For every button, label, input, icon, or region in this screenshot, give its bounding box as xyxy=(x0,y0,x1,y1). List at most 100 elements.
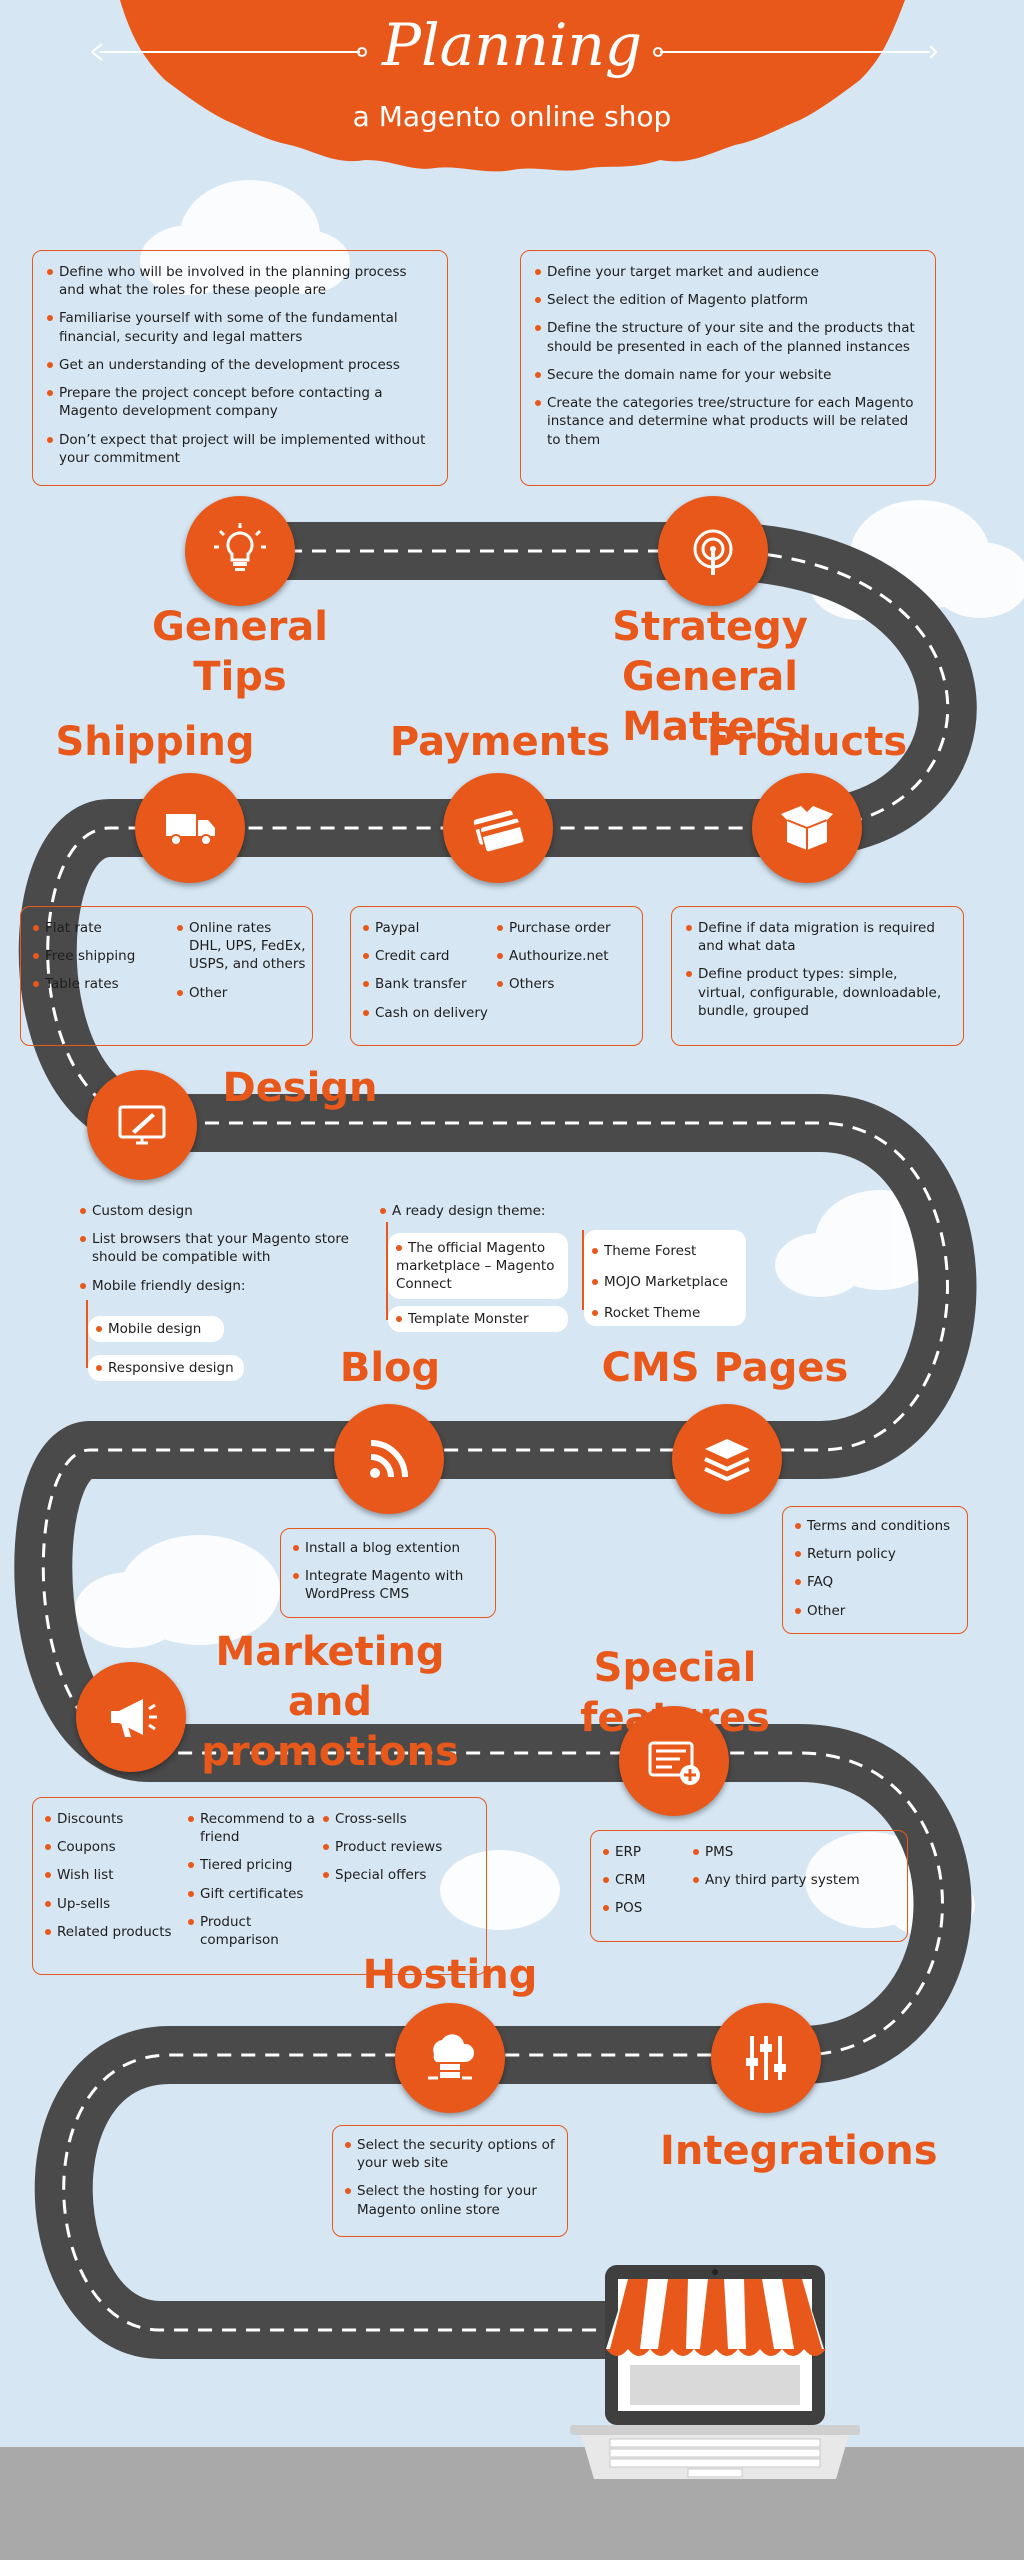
list-item: Define if data migration is required and… xyxy=(686,919,949,955)
list-item: Define product types: simple, virtual, c… xyxy=(686,965,949,1020)
design-monitor-icon xyxy=(87,1070,197,1180)
cloud-server-icon xyxy=(395,2003,505,2113)
sliders-icon xyxy=(711,2003,821,2113)
shipping-heading: Shipping xyxy=(55,719,255,765)
list-item: Cash on delivery xyxy=(363,1004,493,1022)
list-item: Free shipping xyxy=(33,947,163,965)
design-list: Custom design List browsers that your Ma… xyxy=(80,1202,380,1305)
list-item: Mobile friendly design: xyxy=(80,1277,380,1295)
ground xyxy=(0,2447,1024,2560)
list-item: Familiarise yourself with some of the fu… xyxy=(47,309,433,345)
design-connector xyxy=(86,1300,88,1368)
theme-connector xyxy=(386,1222,388,1320)
list-item: Install a blog extention xyxy=(293,1539,483,1557)
list-item: Coupons xyxy=(45,1838,175,1856)
list-item: POS xyxy=(603,1899,683,1917)
box-icon xyxy=(752,773,862,883)
theme-connector-2 xyxy=(582,1230,584,1310)
credit-card-icon xyxy=(443,773,553,883)
list-item: Recommend to a friend xyxy=(188,1810,318,1846)
list-item: Terms and conditions xyxy=(795,1517,955,1535)
theme-marketplaces: Theme Forest MOJO Marketplace Rocket The… xyxy=(584,1230,746,1326)
list-item: Select the edition of Magento platform xyxy=(535,291,921,309)
integrations-heading: Integrations xyxy=(660,2128,938,2174)
list-item: Others xyxy=(497,975,637,993)
list-item: Any third party system xyxy=(693,1871,893,1889)
list-item: Return policy xyxy=(795,1545,955,1563)
header-banner xyxy=(91,0,938,172)
list-item: Cross-sells xyxy=(323,1810,473,1828)
page-title: Planning xyxy=(382,11,642,79)
list-item: Select the hosting for your Magento onli… xyxy=(345,2182,555,2218)
list-item: Don’t expect that project will be implem… xyxy=(47,431,433,467)
blog-box: Install a blog extention Integrate Magen… xyxy=(280,1528,496,1618)
strategy-box: Define your target market and audience S… xyxy=(520,250,936,486)
list-item: Discounts xyxy=(45,1810,175,1828)
list-item: Paypal xyxy=(363,919,493,937)
truck-icon xyxy=(135,773,245,883)
hosting-box: Select the security options of your web … xyxy=(332,2125,568,2237)
lightbulb-icon xyxy=(185,496,295,606)
list-item: Define the structure of your site and th… xyxy=(535,319,921,355)
list-item: Other xyxy=(795,1602,955,1620)
responsive-design-pill: Responsive design xyxy=(88,1355,244,1381)
list-item: Authourize.net xyxy=(497,947,637,965)
list-item: Online rates DHL, UPS, FedEx, USPS, and … xyxy=(177,919,307,974)
list-item: Other xyxy=(177,984,307,1002)
list-item: Product comparison xyxy=(188,1913,318,1949)
rss-icon xyxy=(334,1404,444,1514)
list-item: Integrate Magento with WordPress CMS xyxy=(293,1567,483,1603)
general-tips-heading: General Tips xyxy=(152,604,328,700)
laptop-shop-icon xyxy=(570,2265,860,2479)
cms-heading: CMS Pages xyxy=(601,1345,849,1391)
strategy-heading: Strategy General Matters xyxy=(612,604,808,750)
marketing-heading: Marketing and promotions xyxy=(201,1629,459,1775)
list-item: Purchase order xyxy=(497,919,637,937)
design-heading: Design xyxy=(222,1065,378,1111)
blog-heading: Blog xyxy=(339,1345,441,1391)
list-item: Wish list xyxy=(45,1866,175,1884)
list-item: Custom design xyxy=(80,1202,380,1220)
list-item: Gift certificates xyxy=(188,1885,318,1903)
list-item: Secure the domain name for your website xyxy=(535,366,921,384)
list-item: Up-sells xyxy=(45,1895,175,1913)
list-item: Flat rate xyxy=(33,919,163,937)
list-item: FAQ xyxy=(795,1573,955,1591)
products-heading: Products xyxy=(706,719,908,765)
products-box: Define if data migration is required and… xyxy=(671,906,964,1046)
hosting-heading: Hosting xyxy=(362,1952,538,1998)
list-item: List browsers that your Magento store sh… xyxy=(80,1230,380,1266)
page-subtitle: a Magento online shop xyxy=(352,100,672,133)
general-tips-box: Define who will be involved in the plann… xyxy=(32,250,448,486)
list-item: Get an understanding of the development … xyxy=(47,356,433,374)
list-item: Table rates xyxy=(33,975,163,993)
add-card-icon xyxy=(619,1706,729,1816)
list-item: Related products xyxy=(45,1923,175,1941)
special-box: ERP CRM POS PMS Any third party system xyxy=(590,1830,908,1942)
list-item: Define who will be involved in the plann… xyxy=(47,263,433,299)
list-item: Select the security options of your web … xyxy=(345,2136,555,2172)
payments-heading: Payments xyxy=(389,719,611,765)
magento-connect-pill: The official Magento marketplace – Magen… xyxy=(388,1233,568,1299)
cms-box: Terms and conditions Return policy FAQ O… xyxy=(782,1506,968,1634)
list-item: Prepare the project concept before conta… xyxy=(47,384,433,420)
list-item: PMS xyxy=(693,1843,893,1861)
payments-box: Paypal Credit card Bank transfer Cash on… xyxy=(350,906,643,1046)
list-item: CRM xyxy=(603,1871,683,1889)
list-item: Create the categories tree/structure for… xyxy=(535,394,921,449)
list-item: Special offers xyxy=(323,1866,473,1884)
list-item: Tiered pricing xyxy=(188,1856,318,1874)
megaphone-icon xyxy=(76,1662,186,1772)
template-monster-pill: Template Monster xyxy=(388,1306,568,1332)
list-item: Product reviews xyxy=(323,1838,473,1856)
shipping-box: Flat rate Free shipping Table rates Onli… xyxy=(20,906,313,1046)
list-item: Bank transfer xyxy=(363,975,493,993)
mobile-design-pill: Mobile design xyxy=(88,1316,224,1342)
target-icon xyxy=(658,496,768,606)
list-item: ERP xyxy=(603,1843,683,1861)
list-item: Define your target market and audience xyxy=(535,263,921,281)
design-theme-label: A ready design theme: xyxy=(380,1202,600,1230)
layers-icon xyxy=(672,1404,782,1514)
